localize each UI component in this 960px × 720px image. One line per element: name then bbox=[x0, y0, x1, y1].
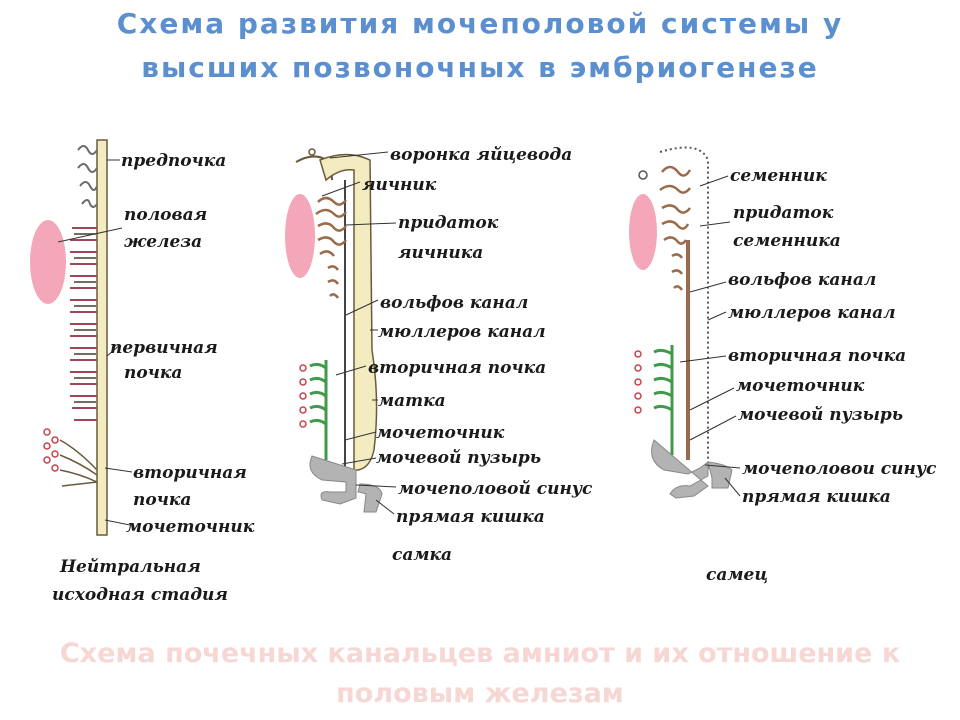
female-secondary-kidney-green bbox=[309, 360, 328, 460]
label-male-rectum: прямая кишка bbox=[742, 487, 891, 507]
male-secondary-kidney-green bbox=[653, 345, 674, 455]
male-bladder bbox=[651, 439, 709, 499]
label-male-muller: мюллеров канал bbox=[728, 303, 896, 323]
label-neutral-gland-1: половая bbox=[124, 205, 207, 225]
female-rectum bbox=[357, 483, 383, 513]
female-ovary-gonad bbox=[285, 194, 315, 278]
label-male-secondary: вторичная почка bbox=[728, 346, 906, 366]
label-female-funnel: воронка яйцевода bbox=[390, 145, 572, 165]
label-male-wolff: вольфов канал bbox=[728, 270, 876, 290]
label-female-bladder: мочевой пузырь bbox=[376, 448, 541, 468]
label-male-testis: семенник bbox=[730, 166, 827, 186]
female-muller-duct bbox=[319, 153, 378, 471]
neutral-stage-figure bbox=[30, 139, 108, 536]
page-subtitle: Схема почечных канальцев амниот и их отн… bbox=[0, 634, 960, 714]
male-testis-gonad bbox=[629, 194, 657, 270]
caption-male: самец bbox=[706, 565, 768, 585]
label-neutral-primary-1: первичная bbox=[110, 338, 218, 358]
female-appendage-tubules bbox=[315, 196, 347, 299]
label-female-muller: мюллеров канал bbox=[378, 322, 546, 342]
subtitle-line-1: Схема почечных канальцев амниот и их отн… bbox=[59, 638, 901, 669]
label-neutral-ureter: мочеточник bbox=[126, 517, 255, 537]
label-female-secondary: вторичная почка bbox=[368, 358, 546, 378]
caption-female: самка bbox=[392, 545, 452, 565]
label-male-ureter: мочеточник bbox=[736, 376, 865, 396]
page-title: Схема развития мочеполовой системы у выс… bbox=[0, 2, 960, 90]
label-male-appendage-2: семенника bbox=[733, 231, 841, 251]
mesonephros-tubules bbox=[70, 227, 97, 421]
female-figure bbox=[285, 148, 383, 513]
label-female-appendage-2: яичника bbox=[398, 243, 483, 263]
mesonephros-tubules-dark bbox=[74, 233, 96, 403]
male-appendage-tubules bbox=[659, 165, 692, 291]
label-neutral-primary-2: почка bbox=[124, 363, 182, 383]
neutral-metanephros bbox=[43, 428, 59, 472]
subtitle-line-2: половым железам bbox=[336, 678, 624, 709]
label-neutral-secondary-1: вторичная bbox=[133, 463, 247, 483]
neutral-duct bbox=[96, 139, 108, 536]
female-bladder bbox=[309, 455, 357, 505]
female-leaders bbox=[321, 151, 397, 515]
label-neutral-gland-2: железа bbox=[124, 232, 202, 252]
caption-neutral-1: Нейтральная bbox=[59, 557, 201, 577]
label-female-ureter: мочеточник bbox=[376, 423, 505, 443]
male-glomeruli bbox=[634, 350, 642, 414]
neutral-leaders bbox=[57, 159, 133, 526]
caption-neutral-2: исходная стадия bbox=[52, 585, 228, 605]
title-line-1: Схема развития мочеполовой системы у bbox=[116, 7, 844, 40]
male-muller-remnant bbox=[659, 146, 709, 470]
label-female-sinus: мочеполовой синус bbox=[398, 479, 593, 499]
label-female-rectum: прямая кишка bbox=[396, 507, 545, 527]
label-male-appendage-1: придаток bbox=[733, 203, 834, 223]
male-leaders bbox=[679, 175, 741, 497]
label-male-bladder: мочевой пузырь bbox=[738, 405, 903, 425]
neutral-gonad bbox=[30, 220, 66, 304]
male-figure bbox=[629, 146, 733, 499]
label-neutral-secondary-2: почка bbox=[133, 490, 191, 510]
label-female-appendage-1: придаток bbox=[398, 213, 499, 233]
label-female-uterus: матка bbox=[378, 391, 446, 411]
label-predpochka: предпочка bbox=[121, 151, 226, 171]
title-line-2: высших позвоночных в эмбриогенезе bbox=[141, 51, 819, 84]
label-female-ovary: яичник bbox=[362, 175, 437, 195]
female-glomeruli bbox=[299, 364, 307, 428]
neutral-metanephros-tubules bbox=[59, 439, 98, 487]
label-male-sinus: мочеполовои синус bbox=[742, 459, 937, 479]
pronephros-tubules bbox=[77, 145, 98, 208]
label-female-wolff: вольфов канал bbox=[380, 293, 528, 313]
